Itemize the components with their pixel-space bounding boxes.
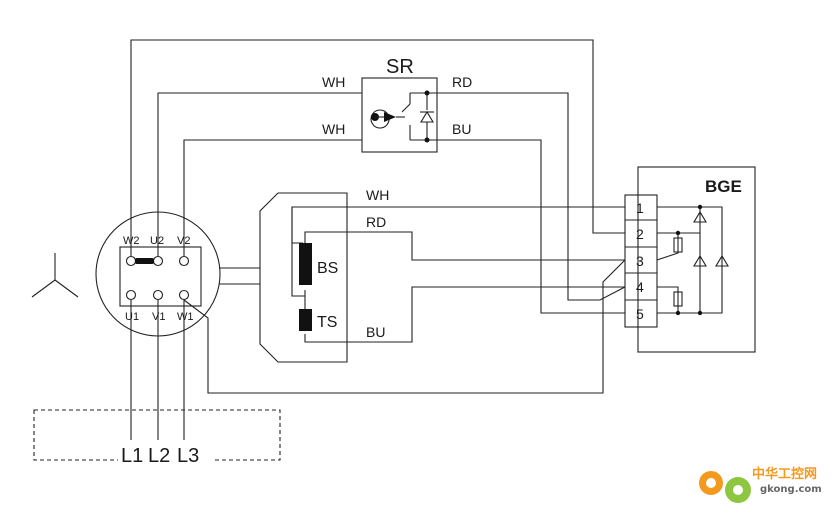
watermark-domain: gkong.com [760,484,822,495]
watermark-cn: 中华工控网 [752,466,817,482]
wire-v2-to-sr [183,139,362,232]
bge-diode-1-icon [693,254,707,267]
sr-switch-blade [401,103,411,113]
wire-brake-bu-to-bge4 [304,286,625,343]
bs-coil-icon [299,243,312,285]
star-connection-icon [31,253,79,298]
terminal-label-v2: V2 [177,235,190,247]
wire-w1-to-bge3 [183,259,626,394]
bge-varistor-2-icon [673,291,683,307]
bge-terminal-1: 1 [636,200,644,216]
wires [130,39,626,440]
watermark-logo: 中华工控网 gkong.com [699,466,822,503]
terminal-label-u2: U2 [150,235,164,247]
terminal-label-w2: W2 [123,235,140,247]
terminal-w1-dot [178,289,190,301]
sr-label-left-top: WH [322,74,345,90]
motor-outline [95,211,221,337]
brake-wire-wh: WH [366,187,389,203]
terminal-bridge [135,258,154,264]
wire-w2-to-bge2 [130,39,625,234]
sr-node-top [424,90,430,96]
terminal-u2-dot [152,255,164,267]
sr-label-right-bottom: BU [452,121,471,137]
terminal-label-u1: U1 [125,311,139,323]
bge-diode-2-icon [715,254,729,267]
ts-sensor-icon [299,309,312,331]
wire-brake-rd-to-bge3 [304,231,625,261]
ts-label: TS [317,314,337,331]
terminal-label-v1: V1 [152,311,165,323]
bge-box [637,166,756,353]
brake-housing [259,192,348,363]
supply-label-l3: L3 [177,445,199,467]
bge-terminal-5: 5 [636,306,644,322]
bge-terminal-4: 4 [636,279,644,295]
terminal-w2-dot [125,255,137,267]
brake-wire-bu: BU [366,324,385,340]
sr-relay: SR WH WH RD BU [322,56,472,153]
terminal-plate [119,246,202,307]
wire-bs-tap [291,207,305,297]
supply-label-l1: L1 [121,445,143,467]
brake-wire-rd: RD [366,214,386,230]
wire-sr-bu-to-bge5 [430,139,625,314]
wire-brake-wh-to-bge1 [291,206,625,244]
bge-varistor-1-icon [673,237,683,253]
brake-box: BS TS WH RD BU [259,187,389,363]
supply-box [33,409,281,461]
bs-label: BS [317,260,338,277]
bge-terminal-2: 2 [636,226,644,242]
terminal-label-w1: W1 [177,311,194,323]
motor-terminal: W2 U2 V2 U1 V1 W1 [95,211,221,337]
sr-title: SR [386,56,414,78]
terminal-v1-dot [152,289,164,301]
sr-diode-icon [420,110,434,123]
sr-label-right-top: RD [452,74,472,90]
bge-zener-icon [693,210,707,223]
bge-terminal-3: 3 [636,253,644,269]
sr-arrow-icon [384,112,396,122]
supply-label-l2: L2 [148,445,170,467]
sr-box [361,77,438,153]
bge-title: BGE [705,177,742,196]
wire-sr-rd-to-bge4 [430,92,626,301]
terminal-v2-dot [178,255,190,267]
sr-label-left-bottom: WH [322,121,345,137]
bge-terminal-strip [624,194,658,328]
terminal-u1-dot [125,289,137,301]
wire-u2-to-sr [157,92,362,232]
bge-rectifier: BGE 1 2 3 4 5 [624,166,756,353]
sr-node-bottom [424,137,430,143]
